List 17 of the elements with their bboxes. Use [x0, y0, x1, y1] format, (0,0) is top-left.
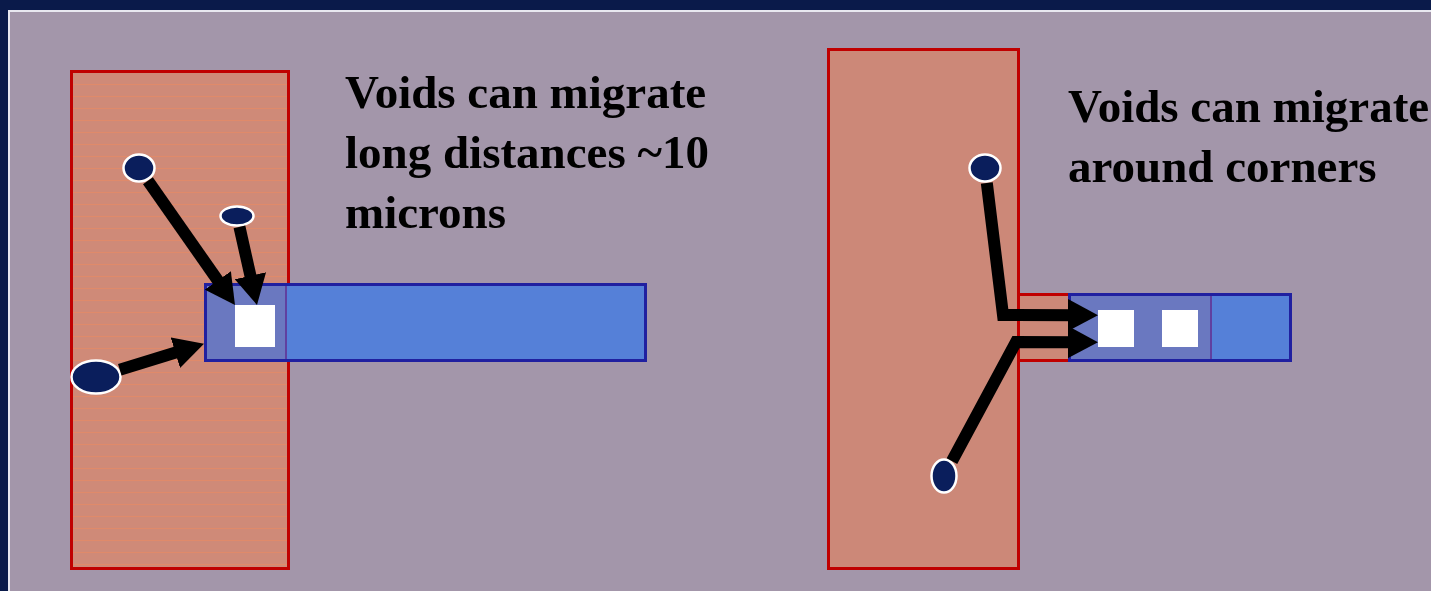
void-dot — [968, 153, 1002, 183]
metal-stripe — [204, 283, 647, 362]
migration-arrow — [980, 182, 1098, 332]
metal-stripe — [1068, 293, 1292, 362]
note-text: Voids can migrate long distances ~10 microns — [345, 65, 710, 240]
void-dot — [122, 153, 156, 183]
migration-arrow — [233, 225, 267, 305]
migration-arrow — [946, 326, 1098, 465]
void-dot — [219, 205, 255, 227]
void-square — [1162, 310, 1198, 347]
void-dot — [70, 359, 122, 395]
note-text: Voids can migrate around corners — [1068, 79, 1430, 194]
void-square — [235, 305, 275, 347]
void-square — [1098, 310, 1134, 347]
migration-arrow — [118, 337, 204, 376]
void-dot — [930, 458, 958, 494]
migration-arrow — [143, 177, 235, 305]
